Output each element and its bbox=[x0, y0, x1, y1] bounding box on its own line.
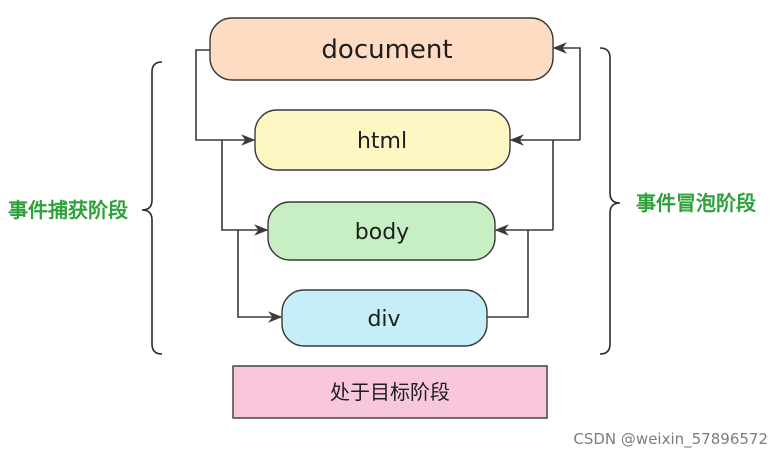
capture-phase-label: 事件捕获阶段 bbox=[8, 198, 128, 222]
node-div: div bbox=[281, 289, 488, 347]
capture-arrow-html-to-body bbox=[221, 140, 269, 236]
bubble-brace bbox=[599, 47, 621, 355]
target-phase-label: 处于目标阶段 bbox=[330, 380, 450, 404]
bubble-arrow-to-document bbox=[552, 42, 581, 140]
node-html-label: html bbox=[357, 129, 407, 154]
bubble-arrows bbox=[487, 42, 581, 318]
target-phase: 处于目标阶段 bbox=[232, 365, 548, 419]
bubble-phase-label: 事件冒泡阶段 bbox=[636, 191, 756, 215]
node-html: html bbox=[254, 109, 511, 171]
target-phase-box bbox=[232, 365, 548, 419]
capture-arrow-document-to-html bbox=[195, 49, 256, 146]
capture-brace bbox=[141, 61, 163, 355]
watermark: CSDN @weixin_57896572 bbox=[573, 430, 768, 449]
node-div-label: div bbox=[367, 307, 400, 332]
node-body-label: body bbox=[355, 220, 409, 245]
node-document-label: document bbox=[321, 35, 452, 65]
capture-arrow-body-to-div bbox=[237, 230, 283, 323]
node-body: body bbox=[267, 201, 496, 261]
bubble-line-div bbox=[487, 230, 529, 318]
node-document: document bbox=[209, 17, 554, 81]
capture-arrows bbox=[195, 49, 283, 323]
